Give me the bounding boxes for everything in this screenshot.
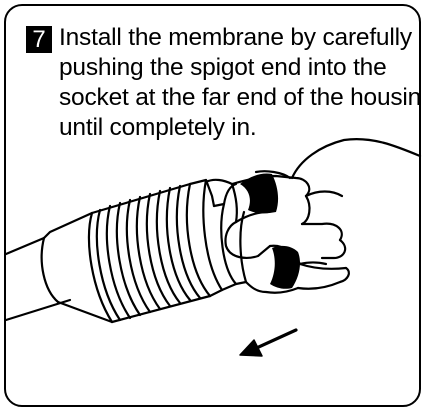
finger-bands <box>240 173 300 288</box>
hand <box>206 139 420 293</box>
corrugated-membrane <box>58 184 210 322</box>
push-direction-arrow-icon <box>240 330 296 356</box>
housing-pipe <box>6 213 92 320</box>
